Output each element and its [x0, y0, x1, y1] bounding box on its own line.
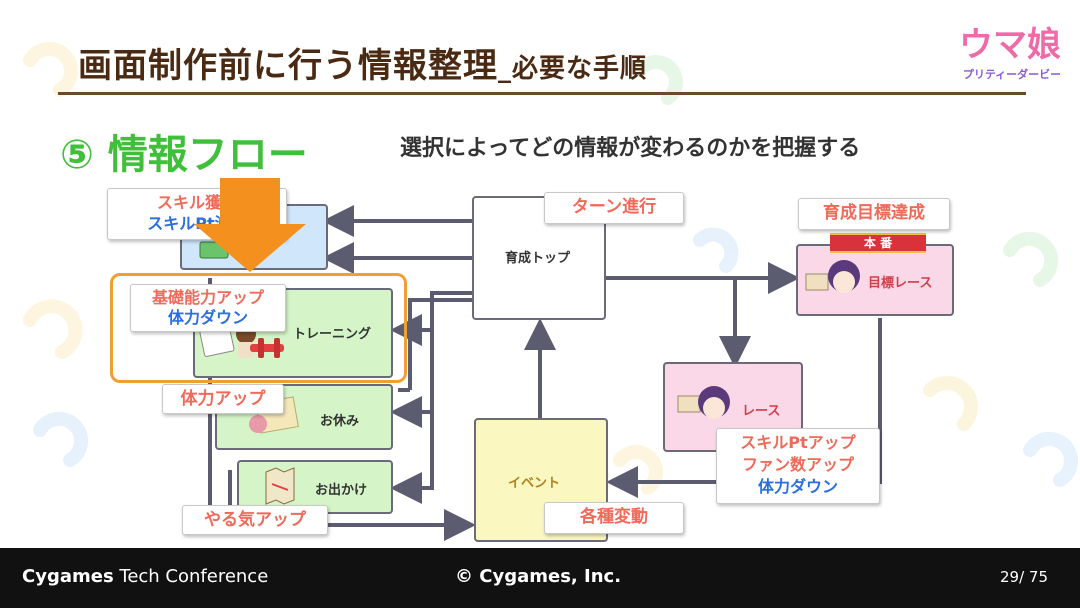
node-outing-label: お出かけ	[315, 483, 368, 498]
node-top-label: 育成トップ	[505, 251, 571, 266]
footer-copyright: © Cygames, Inc.	[455, 566, 622, 587]
map-icon	[265, 467, 295, 505]
title-divider	[58, 92, 1026, 95]
node-event	[474, 418, 608, 542]
goal-banner: 本 番	[830, 233, 926, 253]
section-description: 選択によってどの情報が変わるのかを把握する	[400, 136, 861, 161]
label-motivation-up: やる気アップ	[182, 505, 328, 535]
slide: 画面制作前に行う情報整理_必要な手順 ウマ娘 プリティーダービー ⑤ 情報フロー…	[23, 24, 1079, 542]
training-highlight	[110, 273, 407, 383]
node-training-label: トレーニング	[293, 327, 372, 342]
node-event-label: イベント	[508, 476, 561, 491]
label-race-effect: スキルPtアップ ファン数アップ 体力ダウン	[716, 428, 880, 504]
page-title: 画面制作前に行う情報整理_必要な手順	[78, 46, 648, 86]
svg-text:プリティーダービー: プリティーダービー	[963, 67, 1060, 81]
node-rest-label: お休み	[320, 414, 360, 429]
race-character-icon	[677, 386, 730, 419]
label-goal: 育成目標達成	[798, 198, 950, 230]
footer: Cygames Tech Conference © Cygames, Inc. …	[0, 548, 1080, 608]
svg-text:ウマ娘: ウマ娘	[960, 25, 1060, 65]
node-goal-race-label: 目標レース	[868, 276, 933, 291]
background-horseshoe-pattern	[23, 41, 1079, 495]
page-number: 29/ 75	[1000, 568, 1048, 586]
goal-character-icon	[805, 260, 860, 293]
label-training-effect: 基礎能力アップ 体力ダウン	[130, 284, 286, 332]
label-turn: ターン進行	[544, 192, 684, 224]
label-stamina-up: 体力アップ	[162, 384, 284, 414]
umamusume-logo: ウマ娘 プリティーダービー	[960, 24, 1060, 81]
section-heading: ⑤ 情報フロー	[60, 132, 308, 178]
footer-brand: Cygames Tech Conference	[22, 566, 269, 587]
label-various: 各種変動	[544, 502, 684, 534]
orange-down-arrow	[194, 178, 306, 272]
node-race-label: レース	[742, 404, 781, 419]
